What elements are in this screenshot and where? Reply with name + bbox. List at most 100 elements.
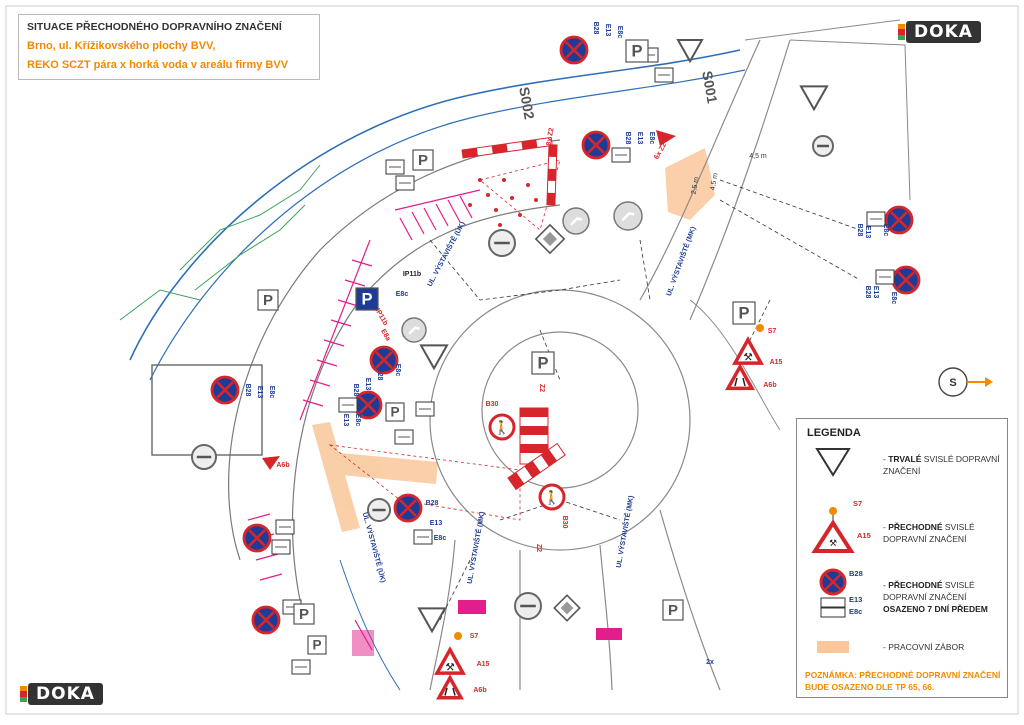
sign-code-label: E8c <box>396 291 409 298</box>
supplementary-plate-icon <box>866 211 886 227</box>
parking-sign-icon: P <box>531 351 555 375</box>
legend-item-text: SVISLÉ DOPRAVNÍ ZNAČENÍ <box>883 522 975 544</box>
parking-sign-icon: P <box>257 289 279 311</box>
supplementary-plate-icon <box>338 397 358 413</box>
work-zone <box>330 452 438 484</box>
barriers <box>262 130 676 491</box>
permanent-sign-icon <box>812 135 834 157</box>
svg-text:⚒: ⚒ <box>743 353 752 364</box>
sign-code-label: E13 <box>604 24 611 37</box>
roundabout-inner <box>481 331 639 489</box>
logo-mark-icon <box>898 24 905 40</box>
svg-text:P: P <box>390 405 399 420</box>
no-pedestrians-sign-icon: 🚶 <box>488 413 516 441</box>
sign-code-label: E8c <box>882 224 889 237</box>
legend-code: B28 <box>849 569 863 578</box>
parking-sign-icon: P <box>732 301 756 325</box>
parking-sign-icon: P <box>385 402 405 422</box>
no-stopping-sign-icon <box>559 35 589 65</box>
road-narrows-sign-icon <box>725 363 755 391</box>
logo-text: DOKA <box>906 21 981 43</box>
legend-note: POZNÁMKA: PŘECHODNÉ DOPRAVNÍ ZNAČENÍ BUD… <box>805 670 1001 692</box>
sign-code-label: E8a <box>379 328 391 342</box>
yield-triangle-icon <box>799 85 829 112</box>
crosswalks <box>352 600 622 656</box>
legend-panel: LEGENDA ⚒ S7 A15 B28 E13 E8c - TRVALÉ SV… <box>796 418 1008 698</box>
road-edge <box>639 39 761 301</box>
greenery-line <box>119 289 201 321</box>
street-label: UL. VÝSTAVIŠTĚ (ÚK) <box>425 220 467 288</box>
supplementary-plate-icon <box>654 67 674 83</box>
work-zone <box>665 148 715 220</box>
supplementary-plate-icon <box>275 519 295 535</box>
sign-code-label: E8c <box>394 364 401 377</box>
sign-code-label: S7 <box>470 633 479 640</box>
sign-code-label: 6x Z2 <box>653 142 668 161</box>
title-block: SITUACE PŘECHODNÉHO DOPRAVNÍHO ZNAČENÍ B… <box>18 14 320 80</box>
no-stopping-sign-icon <box>369 345 399 375</box>
legend-item-bold: OSAZENO 7 DNÍ PŘEDEM <box>883 604 988 614</box>
barrier-z2 <box>461 136 553 159</box>
legend-code: E13 <box>849 595 863 604</box>
sign-code-label: E8c <box>268 386 275 399</box>
kerb-line <box>339 559 401 691</box>
greenery <box>119 164 321 321</box>
leader-line <box>429 239 621 301</box>
sign-code-label: E13 <box>256 386 263 399</box>
boundary-line <box>328 444 521 521</box>
legend-item-text: SVISLÉ DOPRAVNÍ ZNAČENÍ <box>883 580 975 602</box>
dimension-label: 2,5 m <box>691 176 701 195</box>
svg-text:S: S <box>949 377 956 389</box>
roadworks-sign-icon: ⚒ <box>811 507 855 553</box>
marking <box>394 189 481 211</box>
svg-text:P: P <box>738 305 749 323</box>
no-stopping-sign-icon <box>581 130 611 160</box>
svg-text:🚶: 🚶 <box>494 420 510 435</box>
permanent-sign-icon <box>191 444 217 470</box>
roundabout-outer <box>429 289 691 551</box>
sign-code-label: B28 <box>376 368 383 381</box>
sign-code-label: Z2 <box>535 544 542 552</box>
sign-code-label: E8c <box>890 292 897 305</box>
sign-code-label: IP11b <box>403 271 421 278</box>
sign-code-label: B28 <box>244 384 251 397</box>
road-edge <box>227 139 561 561</box>
svg-text:P: P <box>418 152 428 169</box>
parking-sign-icon: P <box>307 635 327 655</box>
supplementary-plate-icon <box>415 401 435 417</box>
road-edge <box>689 299 781 431</box>
sign-code-label: B28 <box>592 22 599 35</box>
legend-code: E8c <box>849 607 863 616</box>
boundary-line <box>479 159 561 231</box>
no-stopping-sign-icon <box>242 523 272 553</box>
sign-code-label: 2x <box>706 659 714 666</box>
legend-item-work-zone: - PRACOVNÍ ZÁBOR <box>883 642 965 652</box>
svg-text:P: P <box>668 602 678 619</box>
road-edge <box>789 39 911 201</box>
sign-code-label: Z2 <box>538 384 545 392</box>
svg-text:P: P <box>263 292 273 309</box>
priority-road-sign-icon <box>553 594 581 622</box>
parking-sign-icon: P <box>662 599 684 621</box>
sign-code-label: E13 <box>872 286 879 299</box>
sheet-border <box>5 5 1019 715</box>
dimension-label: 4,5 m <box>749 153 767 160</box>
logo-text: DOKA <box>28 683 103 705</box>
crosswalk <box>352 630 374 656</box>
sign-code-label: B28 <box>426 500 439 507</box>
direction-sign-icon <box>562 207 590 235</box>
sign-code-label: B30 <box>561 516 568 529</box>
svg-text:P: P <box>361 291 372 309</box>
work-zone <box>312 422 360 532</box>
yield-triangle-icon <box>815 448 851 477</box>
sign-code-label: E13 <box>636 132 643 145</box>
drawing-title: SITUACE PŘECHODNÉHO DOPRAVNÍHO ZNAČENÍ <box>27 21 282 33</box>
barrier-z2 <box>507 442 566 491</box>
greenery-line <box>194 204 306 291</box>
sign-code-label: E8c <box>616 26 623 39</box>
sign-code-label: E13 <box>864 226 871 239</box>
parking-sign-icon: P <box>625 39 649 63</box>
